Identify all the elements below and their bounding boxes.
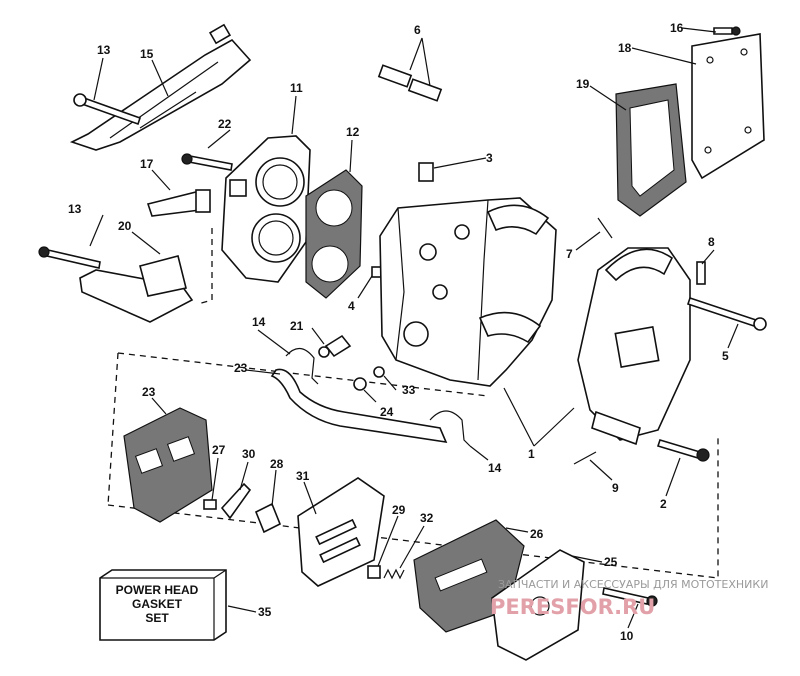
part-20-bracket [79, 255, 194, 323]
kit-label-line-3: SET [145, 611, 169, 625]
callout-17: 17 [140, 157, 154, 171]
part-14-clip-lower [429, 410, 471, 447]
part-30-reed-stop [220, 482, 252, 520]
callout-2: 2 [660, 497, 667, 511]
callout-10: 10 [620, 629, 634, 643]
callout-32: 31 [296, 469, 310, 483]
callout-22: 23 [234, 361, 248, 375]
callout-9: 9 [612, 481, 619, 495]
part-34-nut [373, 366, 385, 378]
part-19-gasket [615, 83, 687, 217]
callout-6: 6 [414, 23, 421, 37]
kit-label-line-2: GASKET [132, 597, 183, 611]
part-3-dowel [418, 162, 434, 182]
part-8-dowel [696, 261, 706, 285]
callout-11: 11 [290, 81, 303, 95]
part-35-gasket-box: POWER HEAD GASKET SET [99, 569, 227, 641]
callout-14-lower: 14 [488, 461, 502, 475]
callout-15: 15 [140, 47, 154, 61]
callout-13-lower: 13 [68, 202, 82, 216]
part-7-pin [597, 217, 613, 239]
part-29-reed [254, 502, 282, 534]
callout-8: 8 [708, 235, 715, 249]
callout-5: 5 [722, 349, 729, 363]
part-26-cover [491, 549, 585, 661]
callout-28: 27 [212, 443, 226, 457]
callout-12: 12 [346, 125, 360, 139]
part-25-screw [353, 377, 367, 391]
callout-20: 20 [118, 219, 132, 233]
callout-4: 4 [348, 299, 355, 313]
part-manifold [577, 247, 691, 446]
callout-19: 19 [576, 77, 590, 91]
callout-25: 24 [380, 405, 394, 419]
callout-27: 26 [530, 527, 544, 541]
part-5-bolt [686, 296, 767, 331]
part-31-bushing [367, 565, 381, 579]
part-28-screw [203, 499, 217, 510]
callout-14-upper: 14 [252, 315, 266, 329]
part-23-gasket [123, 407, 213, 523]
callout-7: 7 [566, 247, 573, 261]
part-16-screw [713, 26, 741, 36]
part-33-spring [383, 568, 405, 580]
callout-numbers: 13 15 22 17 13 20 11 12 6 3 4 16 18 19 7… [68, 21, 729, 643]
callout-31: 29 [392, 503, 406, 517]
callout-21: 21 [290, 319, 304, 333]
callout-24: 22 [218, 117, 232, 131]
kit-label-line-1: POWER HEAD [116, 583, 199, 597]
callout-16: 16 [670, 21, 684, 35]
callout-23: 23 [142, 385, 156, 399]
leader-lines [89, 27, 739, 629]
callout-18: 18 [618, 41, 632, 55]
part-32-reed-plate [297, 477, 385, 587]
part-18-cover [691, 33, 765, 180]
callout-1: 1 [528, 447, 535, 461]
callout-35: 35 [258, 605, 272, 619]
part-1-crankcase [379, 197, 557, 387]
part-6-pins [377, 64, 443, 102]
part-13-bolt-top [73, 93, 142, 126]
part-22-hose [270, 368, 448, 444]
part-9-pin [573, 451, 597, 465]
part-14-clip-upper [285, 347, 319, 385]
watermark-site: PERESFOR.RU [490, 595, 655, 619]
callout-13-top: 13 [97, 43, 111, 57]
part-24-bolt [181, 153, 233, 171]
dashed-group-lines [107, 228, 719, 579]
part-13-bolt-lower [38, 246, 101, 269]
part-21-fitting [318, 334, 352, 358]
callout-29: 28 [270, 457, 284, 471]
part-11-head [221, 135, 311, 283]
part-12-gasket [305, 169, 363, 299]
callout-33: 32 [420, 511, 434, 525]
part-17-plug [146, 189, 211, 217]
watermark: ЗАПЧАСТИ И АКСЕССУАРЫ ДЛЯ МОТОТЕХНИКИ PE… [490, 578, 768, 619]
part-2-bolt [656, 439, 710, 462]
part-10-screw [602, 587, 658, 607]
callout-26: 25 [604, 555, 618, 569]
callout-3: 3 [486, 151, 493, 165]
callout-34: 33 [402, 383, 416, 397]
watermark-tagline: ЗАПЧАСТИ И АКСЕССУАРЫ ДЛЯ МОТОТЕХНИКИ [498, 578, 768, 591]
callout-30: 30 [242, 447, 256, 461]
part-15-bracket [69, 23, 252, 151]
